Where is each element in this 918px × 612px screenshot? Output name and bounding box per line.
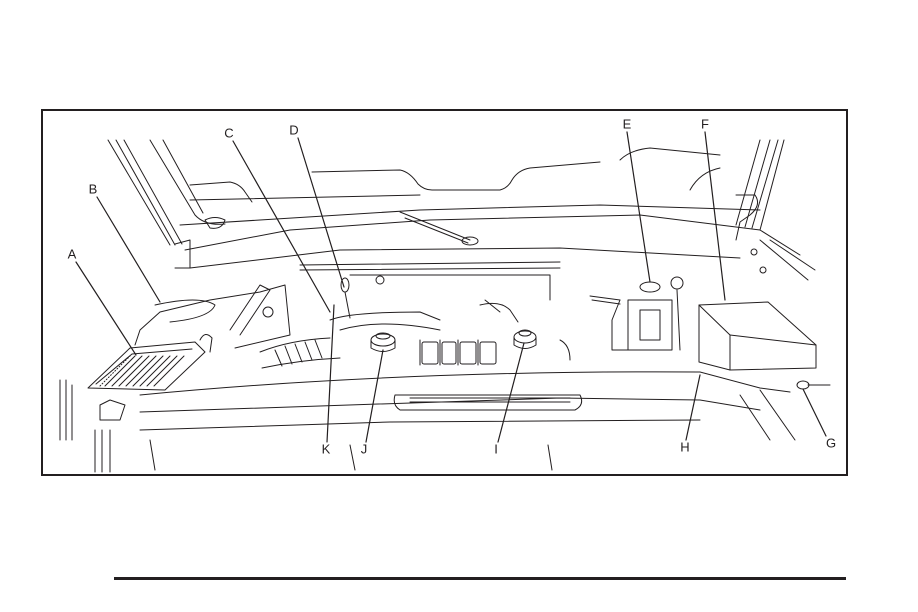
- fuse-box: [698, 301, 817, 371]
- callout-j: J: [360, 441, 368, 457]
- callout-c: C: [224, 125, 234, 141]
- air-cleaner-assembly: [87, 284, 291, 391]
- engine-top: [375, 275, 571, 366]
- radiator-support: [59, 371, 831, 473]
- callout-a: A: [67, 246, 77, 262]
- callout-g: G: [825, 435, 837, 451]
- page-bottom-rule: [114, 577, 846, 580]
- callout-e: E: [622, 116, 632, 132]
- callout-i: I: [494, 441, 498, 457]
- coolant-cap: [513, 329, 537, 349]
- callout-f: F: [701, 116, 709, 132]
- cowl-panel: [179, 161, 761, 301]
- callout-h: H: [680, 439, 690, 455]
- callout-k: K: [321, 441, 331, 457]
- brake-reservoir: [589, 276, 684, 351]
- hood-outline: [107, 139, 816, 281]
- oil-dipstick: [340, 277, 351, 319]
- callout-d: D: [289, 122, 299, 138]
- diagram-frame: [41, 109, 848, 476]
- oil-fill-cap: [370, 332, 396, 352]
- intake-duct: [259, 311, 441, 369]
- leader-lines: [75, 131, 827, 443]
- callout-b: B: [88, 181, 98, 197]
